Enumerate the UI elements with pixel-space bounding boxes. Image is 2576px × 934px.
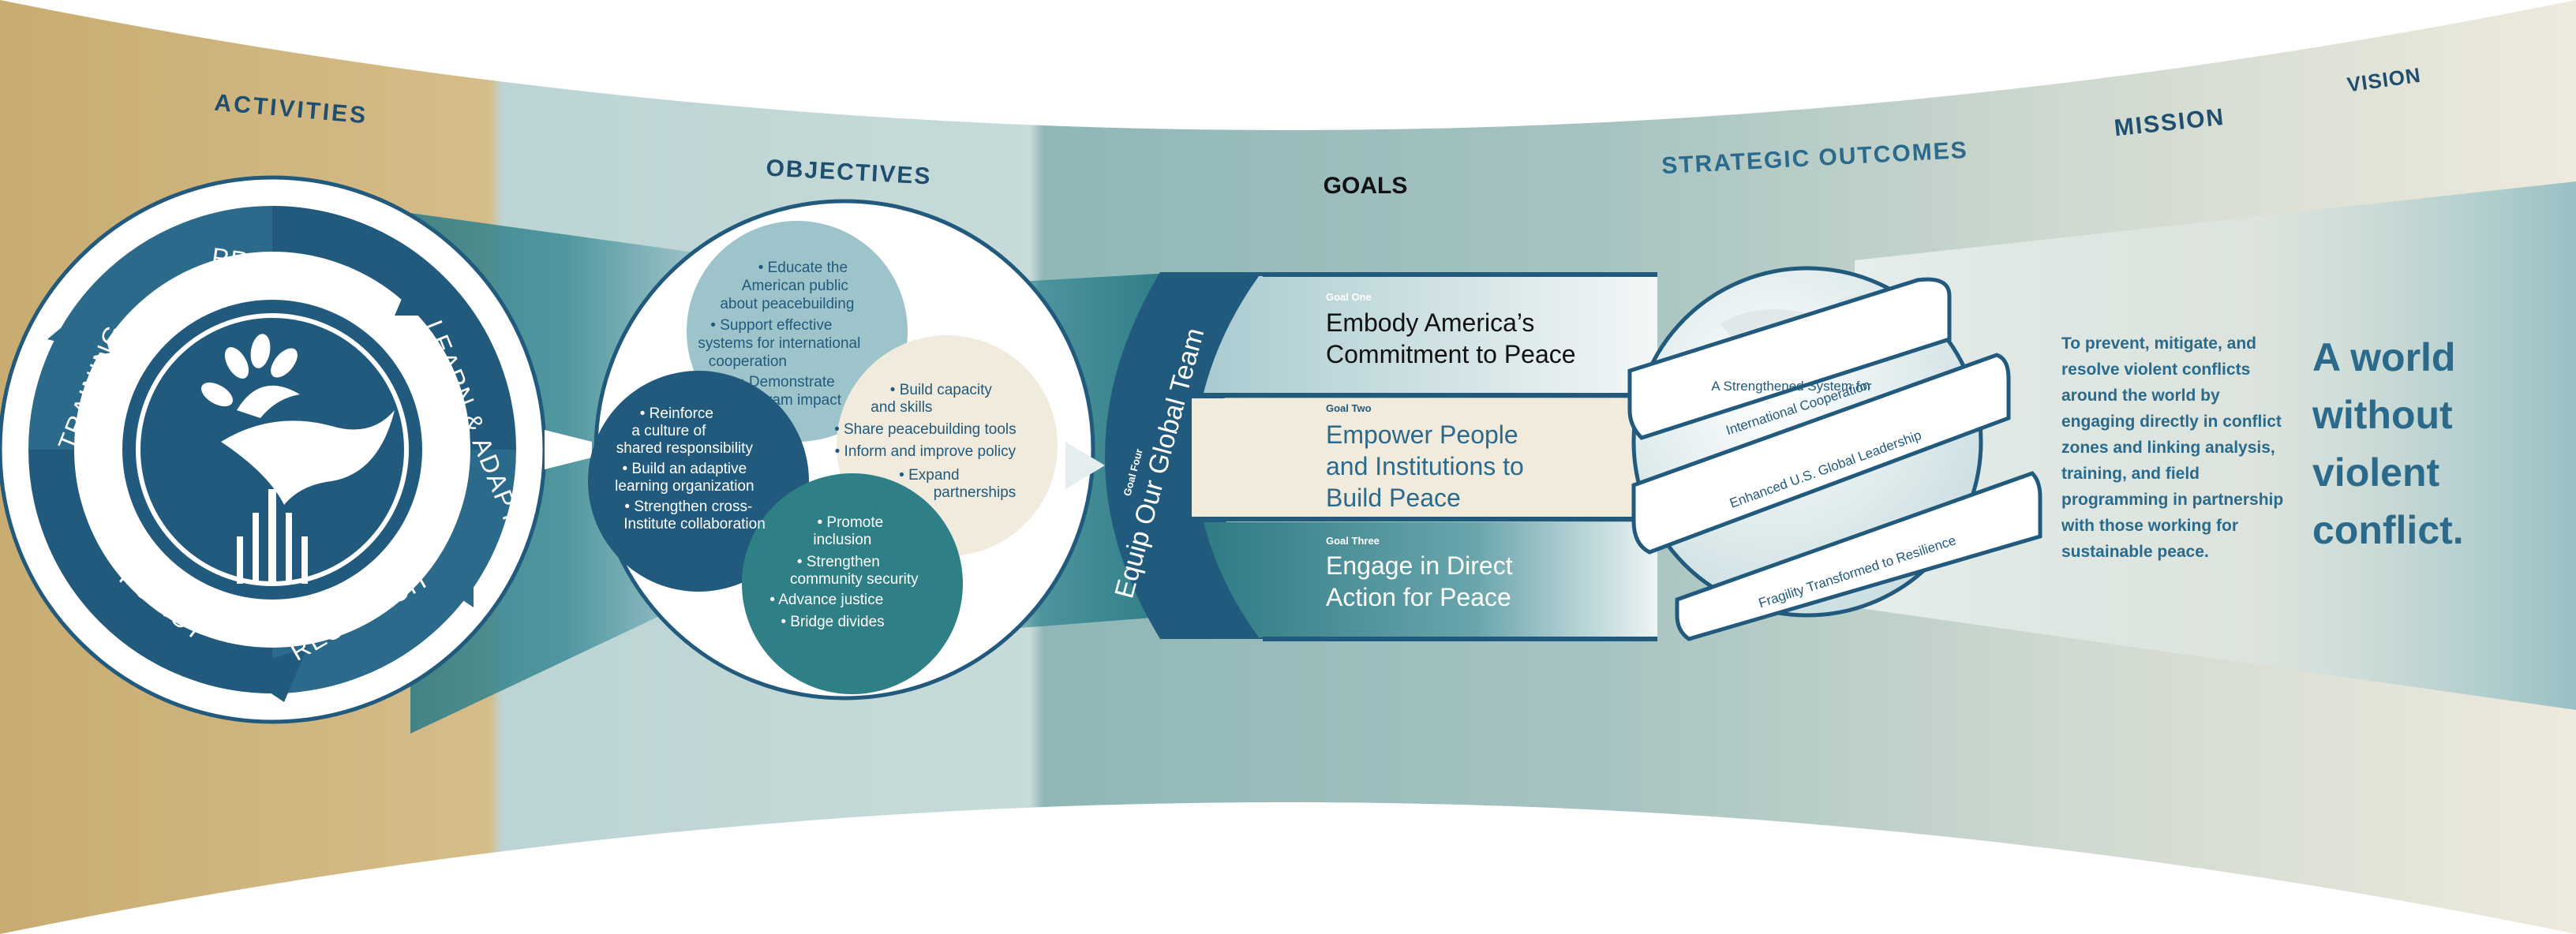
objective-text-top: • Educate the American public about peac… xyxy=(698,260,864,409)
dove-icon xyxy=(201,334,395,584)
objective-circle-bottom xyxy=(742,473,963,694)
objective-text-bottom: • Promote inclusion • Strengthen communi… xyxy=(769,514,923,630)
vision-statement: A world without violent conflict. xyxy=(2312,335,2466,552)
objectives-cluster: • Educate the American public about peac… xyxy=(588,199,1095,700)
goals-block: Goal Four Equip Our Global Team Goal One… xyxy=(1105,272,1657,641)
goal-one-row xyxy=(1204,276,1657,393)
goal-three-row xyxy=(1204,522,1657,637)
objectives-arrow xyxy=(1065,442,1105,489)
objective-text-right: • Build capacity and skills • Share peac… xyxy=(834,382,1020,501)
goal-two-row xyxy=(1192,398,1657,517)
goal-one-title: Embody America’s Commitment to Peace xyxy=(1326,308,1576,368)
activities-wheel: PRACTICE LEARN & ADAPT RESEARCH POLICY T… xyxy=(0,175,547,724)
header-goals: GOALS xyxy=(1324,173,1408,199)
outcome-ribbon-two xyxy=(1631,353,2011,555)
circle-connector xyxy=(545,430,592,469)
goal-two-label: Goal Two xyxy=(1326,402,1372,414)
goal-three-label: Goal Three xyxy=(1326,535,1380,547)
outcome-one-text: A Strengthened System for xyxy=(1711,379,1872,394)
objective-text-left: • Reinforce a culture of shared responsi… xyxy=(615,405,766,532)
globe-outcomes: A Strengthened System for International … xyxy=(1627,266,2042,641)
goal-three-title: Engage in Direct Action for Peace xyxy=(1326,551,1519,611)
outcome-ribbon-one xyxy=(1627,277,1952,440)
goal-one-label: Goal One xyxy=(1326,291,1372,303)
mission-statement: To prevent, mitigate, and resolve violen… xyxy=(2061,334,2288,561)
outcome-ribbon-three xyxy=(1675,471,2042,641)
goal-two-title: Empower People and Institutions to Build… xyxy=(1326,420,1531,512)
right-light-band xyxy=(1855,181,2576,710)
